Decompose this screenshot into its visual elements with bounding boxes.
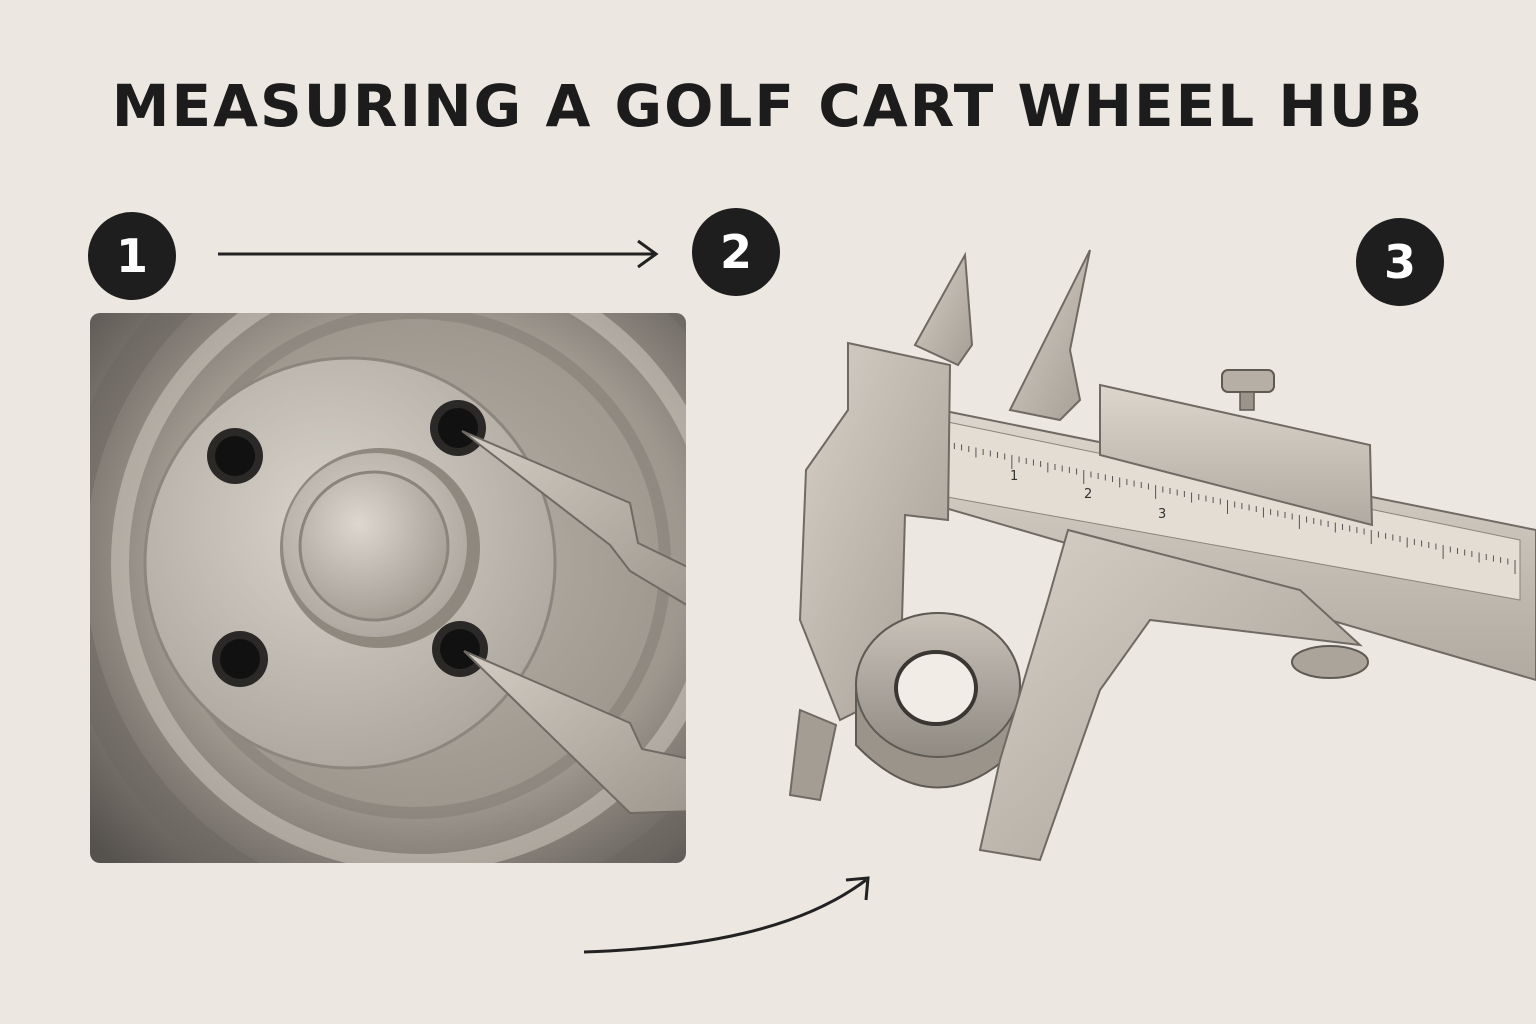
bolt-holes [207, 400, 488, 687]
caliper-scale-ticks [939, 440, 1516, 574]
scale-number-3: 3 [1158, 507, 1166, 522]
scale-number-2: 2 [1084, 487, 1092, 502]
wheel-hub-illustration [90, 313, 686, 863]
step-2-badge: 2 [692, 208, 780, 296]
step-3-badge: 3 [1356, 218, 1444, 306]
scale-number-0: 0 [938, 451, 946, 466]
step-1-badge: 1 [88, 212, 176, 300]
page-title: MEASURING A GOLF CART WHEEL HUB [111, 72, 1425, 140]
caliper-probes [461, 430, 686, 815]
wheel-hub-panel [90, 313, 686, 863]
nut [855, 612, 1021, 789]
scale-number-1: 1 [1010, 469, 1018, 484]
